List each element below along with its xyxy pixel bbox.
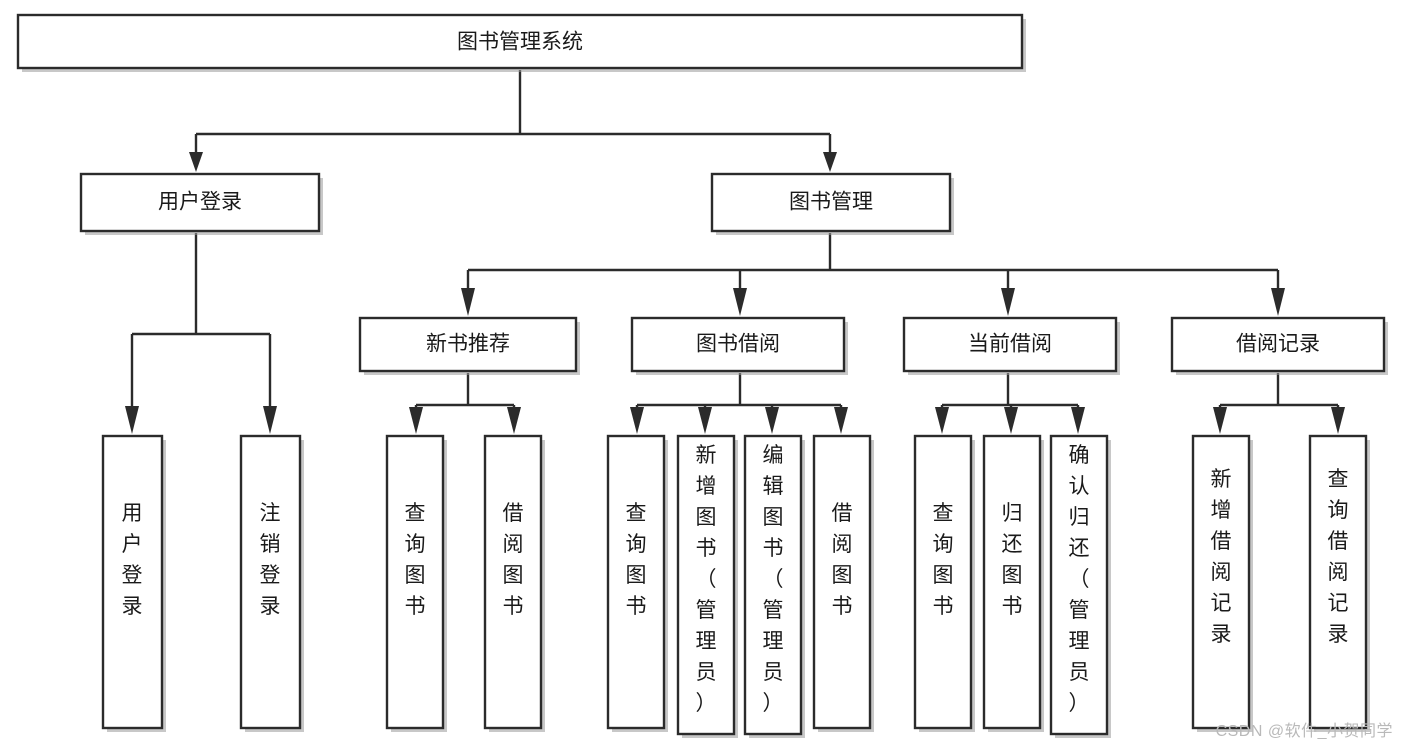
node-leaf-add-borrow-record[interactable]: 新增借阅记录 bbox=[1191, 434, 1253, 732]
arrow-head-leaf-edit-book-admin bbox=[765, 407, 779, 434]
arrow-head-leaf-query-book-1 bbox=[409, 407, 423, 434]
node-root-label: 图书管理系统 bbox=[457, 31, 583, 54]
node-book-management-box bbox=[710, 172, 952, 233]
node-leaf-user-login-box bbox=[101, 434, 164, 730]
node-leaf-return-book-box bbox=[982, 434, 1042, 730]
arrow-head-leaf-borrow-book-2 bbox=[834, 407, 848, 434]
node-current-borrow-label: 当前借阅 bbox=[968, 333, 1052, 356]
arrow-head-current-borrow bbox=[1001, 288, 1015, 316]
arrow-head-leaf-query-book-2 bbox=[630, 407, 644, 434]
node-new-book-recommend[interactable]: 新书推荐 bbox=[358, 316, 580, 375]
node-book-borrow[interactable]: 图书借阅 bbox=[630, 316, 848, 375]
node-leaf-return-book-label: 归还图书 bbox=[1002, 502, 1023, 618]
node-leaf-borrow-book-2-label: 借阅图书 bbox=[832, 502, 853, 618]
node-leaf-confirm-return-admin[interactable]: 确认归还（管理员） bbox=[1049, 434, 1111, 738]
arrow-head-leaf-add-borrow-record bbox=[1213, 407, 1227, 434]
node-leaf-user-logout-box bbox=[239, 434, 302, 730]
node-borrow-record-box bbox=[1170, 316, 1386, 373]
node-leaf-confirm-return-admin-label: 确认归还（管理员） bbox=[1069, 444, 1090, 715]
node-leaf-query-book-1-label: 查询图书 bbox=[405, 502, 426, 618]
connectors-layer bbox=[125, 70, 1345, 434]
node-current-borrow-box bbox=[902, 316, 1118, 373]
node-leaf-user-login[interactable]: 用户登录 bbox=[101, 434, 166, 732]
node-borrow-record[interactable]: 借阅记录 bbox=[1170, 316, 1388, 375]
node-leaf-user-login-label: 用户登录 bbox=[122, 502, 143, 618]
arrow-head-user-login bbox=[189, 152, 203, 172]
arrow-head-leaf-confirm-return-admin bbox=[1071, 407, 1085, 434]
node-leaf-query-book-3-label: 查询图书 bbox=[933, 502, 954, 618]
node-leaf-borrow-book-1-box bbox=[483, 434, 543, 730]
node-book-borrow-label: 图书借阅 bbox=[696, 333, 780, 356]
node-leaf-query-borrow-record-label: 查询借阅记录 bbox=[1328, 468, 1349, 646]
arrow-head-new-book-recommend bbox=[461, 288, 475, 316]
node-user-login-label: 用户登录 bbox=[158, 191, 242, 214]
arrow-head-book-borrow bbox=[733, 288, 747, 316]
arrow-head-leaf-query-borrow-record bbox=[1331, 407, 1345, 434]
node-leaf-borrow-book-2[interactable]: 借阅图书 bbox=[812, 434, 874, 732]
node-leaf-query-book-2[interactable]: 查询图书 bbox=[606, 434, 668, 732]
node-leaf-edit-book-admin[interactable]: 编辑图书（管理员） bbox=[743, 434, 805, 738]
node-leaf-query-borrow-record[interactable]: 查询借阅记录 bbox=[1308, 434, 1370, 732]
node-leaf-query-book-3-box bbox=[913, 434, 973, 730]
node-book-management[interactable]: 图书管理 bbox=[710, 172, 954, 235]
node-user-login-box bbox=[79, 172, 321, 233]
node-root[interactable]: 图书管理系统 bbox=[16, 13, 1026, 72]
node-leaf-borrow-book-1-label: 借阅图书 bbox=[503, 502, 524, 618]
arrow-head-leaf-query-book-3 bbox=[935, 407, 949, 434]
node-leaf-add-book-admin-label: 新增图书（管理员） bbox=[696, 444, 717, 715]
node-leaf-query-book-2-box bbox=[606, 434, 666, 730]
node-leaf-add-borrow-record-box bbox=[1191, 434, 1251, 730]
node-leaf-borrow-book-2-box bbox=[812, 434, 872, 730]
node-leaf-query-borrow-record-box bbox=[1308, 434, 1368, 730]
node-user-login[interactable]: 用户登录 bbox=[79, 172, 323, 235]
node-borrow-record-label: 借阅记录 bbox=[1236, 333, 1320, 356]
node-leaf-add-borrow-record-label: 新增借阅记录 bbox=[1211, 468, 1232, 646]
node-leaf-query-book-2-label: 查询图书 bbox=[626, 502, 647, 618]
node-new-book-recommend-box bbox=[358, 316, 578, 373]
node-leaf-edit-book-admin-label: 编辑图书（管理员） bbox=[763, 444, 784, 715]
arrow-head-book-management bbox=[823, 152, 837, 172]
node-new-book-recommend-label: 新书推荐 bbox=[426, 333, 510, 356]
arrow-head-leaf-return-book bbox=[1004, 407, 1018, 434]
node-leaf-edit-book-admin-box bbox=[743, 434, 803, 736]
node-root-box bbox=[16, 13, 1024, 70]
node-current-borrow[interactable]: 当前借阅 bbox=[902, 316, 1120, 375]
arrow-head-leaf-user-logout bbox=[263, 406, 277, 434]
node-leaf-user-logout[interactable]: 注销登录 bbox=[239, 434, 304, 732]
arrow-head-borrow-record bbox=[1271, 288, 1285, 316]
node-leaf-query-book-1-box bbox=[385, 434, 445, 730]
node-leaf-query-book-3[interactable]: 查询图书 bbox=[913, 434, 975, 732]
node-leaf-confirm-return-admin-box bbox=[1049, 434, 1109, 736]
node-leaf-query-book-1[interactable]: 查询图书 bbox=[385, 434, 447, 732]
node-leaf-user-logout-label: 注销登录 bbox=[260, 502, 281, 618]
arrow-head-leaf-borrow-book-1 bbox=[507, 407, 521, 434]
node-leaf-add-book-admin[interactable]: 新增图书（管理员） bbox=[676, 434, 738, 738]
node-book-borrow-box bbox=[630, 316, 846, 373]
arrow-head-leaf-add-book-admin bbox=[698, 407, 712, 434]
arrow-head-leaf-user-login bbox=[125, 406, 139, 434]
node-leaf-return-book[interactable]: 归还图书 bbox=[982, 434, 1044, 732]
node-book-management-label: 图书管理 bbox=[789, 191, 873, 214]
node-leaf-add-book-admin-box bbox=[676, 434, 736, 736]
node-leaf-borrow-book-1[interactable]: 借阅图书 bbox=[483, 434, 545, 732]
